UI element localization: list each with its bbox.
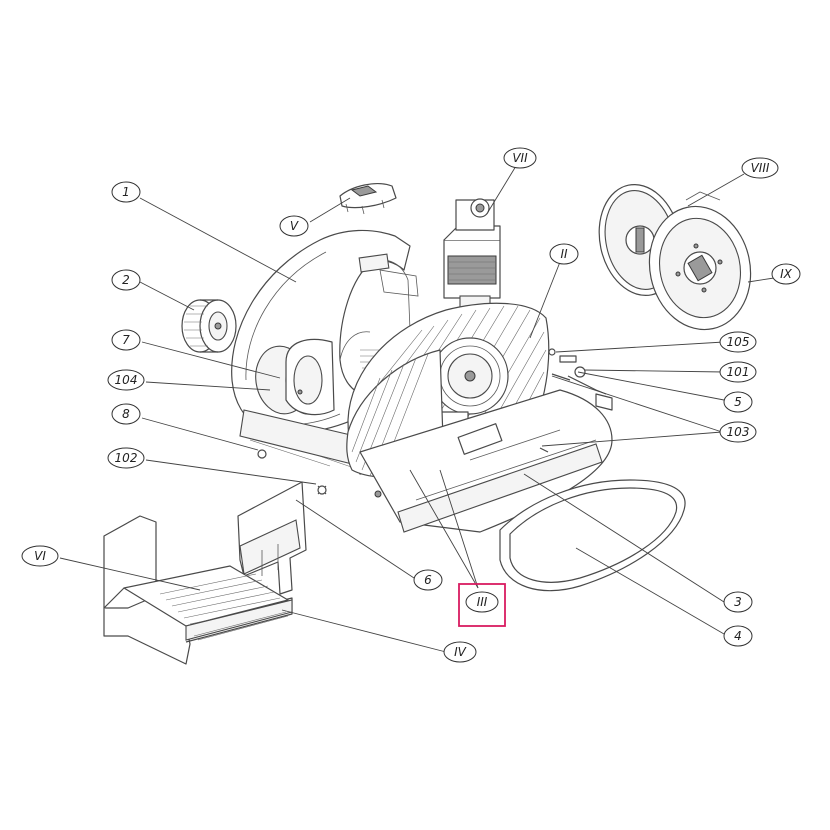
part-gasket: [499, 479, 686, 592]
svg-text:7: 7: [122, 333, 130, 347]
callout-101: 101: [719, 361, 757, 383]
svg-text:6: 6: [424, 573, 432, 587]
highlight-box: [458, 583, 506, 627]
callout-1: 1: [111, 181, 141, 203]
callout-IX: IX: [771, 263, 801, 285]
part-motor-assembly: [443, 198, 501, 311]
part-smooth-blade: [648, 205, 752, 331]
svg-text:IV: IV: [454, 645, 467, 659]
part-screws: [257, 449, 327, 495]
svg-text:II: II: [560, 247, 568, 261]
callout-3: 3: [723, 591, 753, 613]
svg-text:IX: IX: [780, 267, 793, 281]
leader-lines: [59, 165, 775, 653]
svg-text:104: 104: [115, 373, 138, 387]
svg-text:103: 103: [727, 425, 750, 439]
svg-text:VIII: VIII: [751, 161, 770, 175]
callout-7: 7: [111, 329, 141, 351]
part-fasteners: [539, 348, 613, 453]
svg-text:102: 102: [115, 451, 138, 465]
callout-VII: VII: [503, 147, 537, 169]
svg-text:101: 101: [727, 365, 750, 379]
part-top-cap: [339, 183, 397, 215]
callout-102: 102: [107, 447, 145, 469]
svg-text:2: 2: [122, 273, 130, 287]
callout-II: II: [549, 243, 579, 265]
callout-8: 8: [111, 403, 141, 425]
part-inner-cylinder: [285, 338, 335, 416]
svg-text:VII: VII: [512, 151, 528, 165]
callout-IV: IV: [443, 641, 477, 663]
callout-III: III: [465, 591, 499, 613]
svg-text:8: 8: [122, 407, 130, 421]
svg-text:VI: VI: [34, 549, 46, 563]
svg-text:III: III: [477, 595, 488, 609]
part-guard-bracket: [237, 481, 307, 595]
callout-103: 103: [719, 421, 757, 443]
svg-text:4: 4: [734, 629, 742, 643]
callouts: 1 2 7 104 8 102 VI V VII VIII IX II 105 …: [21, 147, 801, 663]
callout-4: 4: [723, 625, 753, 647]
callout-104: 104: [107, 369, 145, 391]
svg-text:V: V: [290, 219, 299, 233]
part-food-carriage: [103, 515, 293, 665]
svg-text:105: 105: [727, 335, 750, 349]
callout-2: 2: [111, 269, 141, 291]
callout-6: 6: [413, 569, 443, 591]
svg-text:5: 5: [734, 395, 742, 409]
callout-VI: VI: [21, 545, 59, 567]
svg-text:3: 3: [734, 595, 742, 609]
part-knob-ring: [181, 299, 237, 353]
callout-105: 105: [719, 331, 757, 353]
part-base-plate: [359, 389, 613, 533]
callout-VIII: VIII: [741, 157, 779, 179]
callout-5: 5: [723, 391, 753, 413]
svg-text:1: 1: [122, 185, 130, 199]
callout-V: V: [279, 215, 309, 237]
